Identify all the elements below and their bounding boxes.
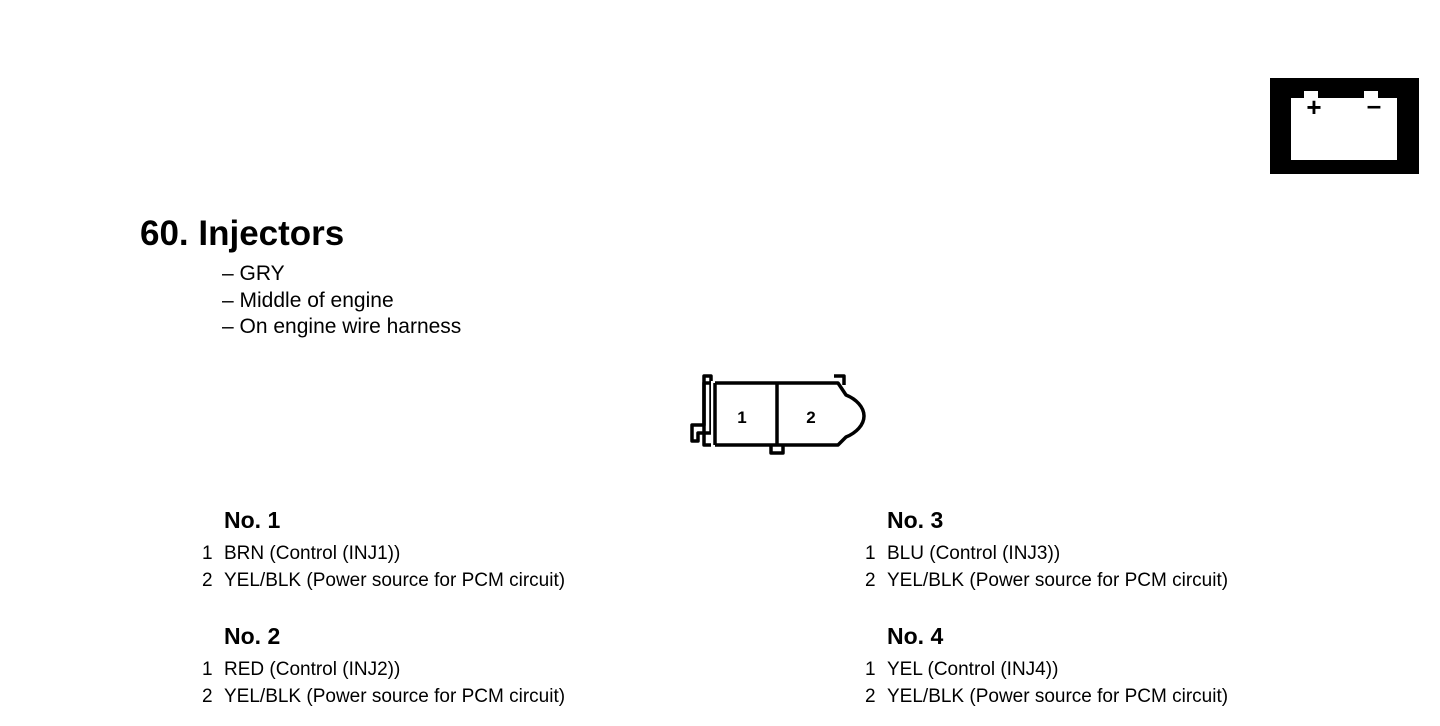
pin-description: YEL (Control (INJ4)) (887, 659, 1059, 680)
injector-title: No. 4 (887, 623, 944, 649)
connector-pin-2: 2 (806, 408, 815, 427)
pin-number: 1 (865, 659, 876, 680)
connector-location: – Middle of engine (222, 288, 394, 312)
pin-number: 1 (202, 659, 213, 680)
battery-icon: + – (1270, 78, 1419, 174)
pin-description: YEL/BLK (Power source for PCM circuit) (887, 685, 1229, 707)
pin-list: 1 BLU (Control (INJ3)) 2 YEL/BLK (Power so… (865, 541, 1425, 594)
injector-2-block: No. 2 1 RED (Control (INJ2)) 2 YEL/BLK (Po… (202, 621, 762, 710)
injector-4-block: No. 4 1 YEL (Control (INJ4)) 2 YEL/BLK (Po… (865, 621, 1425, 710)
pin-description: YEL/BLK (Power source for PCM circuit) (224, 569, 566, 591)
pin-number: 2 (865, 685, 876, 707)
injector-3-block: No. 3 1 BLU (Control (INJ3)) 2 YEL/BLK (Po… (865, 505, 1425, 594)
pin-row: 2 YEL/BLK (Power source for PCM circuit) (865, 684, 1425, 711)
pin-description: YEL/BLK (Power source for PCM circuit) (224, 685, 566, 707)
battery-plus-label: + (1306, 92, 1321, 122)
connector-pin-1: 1 (737, 408, 746, 427)
injector-1-block: No. 1 1 BRN (Control (INJ1)) 2 YEL/BLK (Po… (202, 505, 762, 594)
pin-number: 1 (865, 543, 876, 564)
pin-list: 1 YEL (Control (INJ4)) 2 YEL/BLK (Power so… (865, 657, 1425, 710)
injector-title: No. 1 (224, 507, 281, 533)
page-title: 60. Injectors (140, 214, 345, 253)
battery-minus-label: – (1367, 90, 1381, 120)
pin-list: 1 BRN (Control (INJ1)) 2 YEL/BLK (Power so… (202, 541, 762, 594)
pin-list: 1 RED (Control (INJ2)) 2 YEL/BLK (Power so… (202, 657, 762, 710)
pin-description: BLU (Control (INJ3)) (887, 543, 1061, 564)
pin-number: 2 (865, 569, 876, 591)
pin-number: 2 (202, 569, 213, 591)
connector-color: – GRY (222, 262, 285, 285)
injector-title: No. 3 (887, 507, 944, 533)
pin-description: RED (Control (INJ2)) (224, 659, 401, 680)
pin-row: 1 RED (Control (INJ2)) (202, 657, 762, 684)
connector-harness: – On engine wire harness (222, 315, 462, 338)
pin-description: YEL/BLK (Power source for PCM circuit) (887, 569, 1229, 591)
pin-row: 1 BRN (Control (INJ1)) (202, 541, 762, 568)
connector-info-list: – GRY – Middle of engine – On engine wir… (222, 261, 461, 341)
pin-row: 2 YEL/BLK (Power source for PCM circuit) (202, 684, 762, 711)
pin-row: 2 YEL/BLK (Power source for PCM circuit) (202, 568, 762, 595)
pin-number: 1 (202, 543, 213, 564)
connector-diagram: 1 2 (690, 374, 866, 455)
pin-description: BRN (Control (INJ1)) (224, 543, 401, 564)
pin-row: 2 YEL/BLK (Power source for PCM circuit) (865, 568, 1425, 595)
pin-row: 1 BLU (Control (INJ3)) (865, 541, 1425, 568)
pin-row: 1 YEL (Control (INJ4)) (865, 657, 1425, 684)
injector-title: No. 2 (224, 623, 281, 649)
pin-number: 2 (202, 685, 213, 707)
